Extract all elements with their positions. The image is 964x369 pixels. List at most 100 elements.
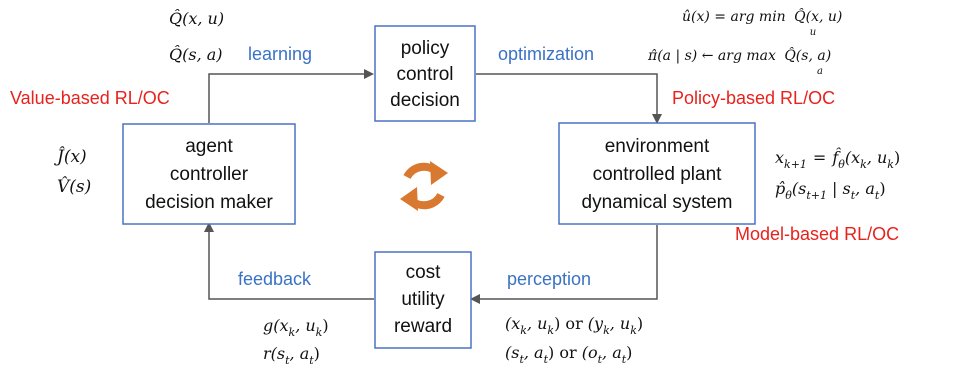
obs1-a: (x [505, 314, 520, 333]
policy-box-line-2: control [396, 64, 453, 85]
environment-box-line-1: environment [605, 136, 710, 157]
cycle-icon [400, 161, 448, 211]
r-sub1: t [285, 354, 290, 367]
obs1-b-sub1: k [603, 324, 610, 337]
dyn-p-end: ) [879, 179, 885, 198]
r-cost-formula: r(st, at) [263, 344, 320, 367]
environment-box: environment controlled plant dynamical s… [558, 122, 756, 225]
g-mid: , u [295, 316, 315, 335]
obs2-a-sub2: t [544, 353, 549, 366]
cycle-icon-lower-head [400, 187, 418, 211]
dyn-p-sub3: t [875, 189, 880, 202]
perception-label: perception [507, 269, 591, 289]
cycle-icon-upper-head [430, 161, 448, 185]
arrow-policy-to-environment [476, 73, 662, 124]
pi-hat-subscript: a [817, 66, 823, 77]
obs2-b-end: ) [626, 343, 632, 362]
r-mid: , a [290, 344, 310, 363]
arrow-agent-to-policy [208, 69, 374, 123]
model-probability-formula: p̂θ(st+1 | st, at) [775, 179, 886, 202]
obs2-a-mid: , a [524, 343, 544, 362]
policy-box-line-3: decision [390, 90, 460, 111]
agent-box-frame [122, 123, 296, 225]
svg-text:û(x) = arg min Q̂(x, u): û(x) = arg min Q̂(x, u) [682, 7, 842, 25]
obs2-b-mid: , a [602, 343, 622, 362]
obs1-b: (y [588, 314, 604, 333]
pi-hat-lhs: π̂(a | s) ← arg max [647, 48, 776, 64]
agent-box-line-2: controller [170, 164, 249, 185]
obs1-a-sub1: k [520, 324, 527, 337]
j-x-formula: Ĵ(x) [54, 147, 87, 167]
svg-text:(st, at) or (ot, at): (st, at) or (ot, at) [505, 343, 632, 366]
g-end: ) [322, 316, 328, 335]
environment-box-line-3: dynamical system [582, 192, 733, 213]
pi-hat-rhs: Q̂(s, a) [784, 46, 831, 64]
q-sa-formula: Q̂(s, a) [169, 45, 223, 64]
environment-box-line-2: controlled plant [593, 164, 723, 185]
dyn-f-sub: θ [838, 158, 845, 171]
u-hat-rhs: Q̂(x, u) [794, 7, 842, 25]
svg-text:r(st, at): r(st, at) [263, 344, 320, 367]
g-cost-formula: g(xk, uk) [263, 316, 329, 339]
dyn-f: f̂ [831, 148, 841, 167]
obs1-b-sub2: k [630, 324, 637, 337]
obs2-a-end: ) [548, 343, 554, 362]
cost-box-frame [374, 251, 472, 349]
agent-box: agent controller decision maker [122, 123, 296, 225]
dyn-args: (x [845, 148, 860, 167]
v-s-formula: V̂(s) [57, 177, 91, 197]
svg-text:π̂(a | s) ← arg max Q̂(s: π̂(a | s) ← arg max Q̂(s, a) [647, 46, 831, 64]
obs1-b-end: ) [637, 314, 643, 333]
dyn-x: x [775, 148, 784, 167]
r-end: ) [314, 344, 320, 363]
obs2-a-sub1: t [519, 353, 524, 366]
dyn-args-sub2: k [887, 158, 894, 171]
dyn-p-sub1: t+1 [806, 189, 827, 202]
u-hat-lhs: û(x) = arg min [682, 9, 786, 25]
u-hat-formula: û(x) = arg min Q̂(x, u) u [682, 7, 842, 38]
r-cost: r(s [263, 344, 285, 363]
optimization-label: optimization [498, 44, 594, 64]
obs1-b-mid: , u [610, 314, 630, 333]
dyn-p-mid: | s [827, 179, 851, 198]
obs2-b-sub1: t [598, 353, 603, 366]
environment-box-frame [558, 122, 756, 225]
dyn-p-sub: θ [785, 189, 792, 202]
obs1-a-end: ) [554, 314, 560, 333]
obs1-or: or [560, 314, 587, 333]
agent-box-line-1: agent [185, 136, 233, 157]
q-xu-formula: Q̂(x, u) [169, 9, 224, 28]
dyn-args-end: ) [894, 148, 900, 167]
observation-formula-1: (xk, uk) or (yk, uk) [505, 314, 643, 337]
dyn-p-mid2: , a [855, 179, 875, 198]
pi-hat-formula: π̂(a | s) ← arg max Q̂(s, a) a [647, 46, 831, 77]
policy-based-label: Policy-based RL/OC [672, 88, 835, 108]
observation-formula-2: (st, at) or (ot, at) [505, 343, 632, 366]
g-sub2: k [316, 326, 323, 339]
arrow-environment-to-cost [470, 225, 658, 304]
obs1-a-mid: , u [527, 314, 547, 333]
agent-box-line-3: decision maker [145, 192, 273, 213]
feedback-label: feedback [238, 269, 312, 289]
dyn-args-sub1: k [860, 158, 867, 171]
svg-text:xk+1=f̂θ(xk, uk): xk+1=f̂θ(xk, uk) [775, 148, 900, 171]
policy-box-frame [374, 25, 476, 122]
g-cost: g(x [263, 316, 289, 335]
cost-box-line-1: cost [406, 262, 442, 283]
arrow-cost-to-agent [204, 222, 374, 300]
dyn-eq: = [813, 148, 826, 167]
obs2-b: (o [582, 343, 598, 362]
u-hat-subscript: u [810, 27, 816, 38]
obs1-a-sub2: k [547, 324, 554, 337]
learning-label: learning [248, 44, 312, 64]
value-based-label: Value-based RL/OC [10, 88, 170, 108]
r-sub2: t [309, 354, 314, 367]
obs2-or: or [554, 343, 581, 362]
policy-box: policy control decision [374, 25, 476, 122]
cost-box: cost utility reward [374, 251, 472, 349]
dynamics-formula: xk+1=f̂θ(xk, uk) [775, 148, 900, 171]
dyn-p: p̂ [775, 179, 785, 198]
policy-box-line-1: policy [401, 38, 450, 59]
dyn-args-mid: , u [867, 148, 887, 167]
